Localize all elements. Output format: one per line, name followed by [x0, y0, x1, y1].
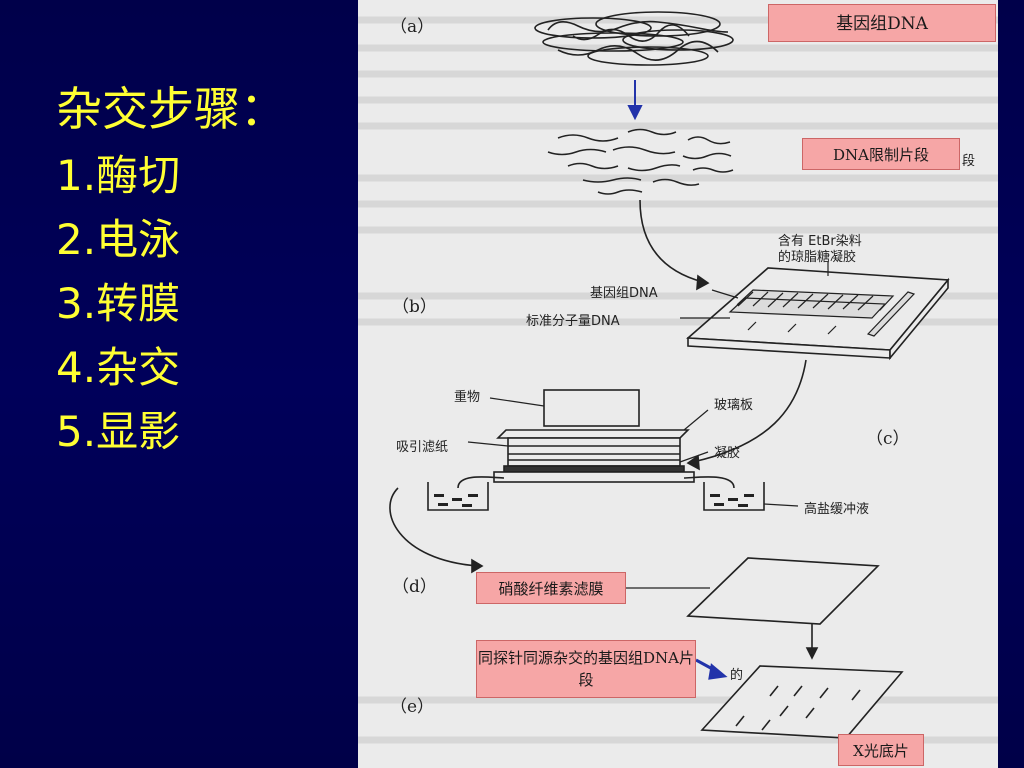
panel-label-d: （d） — [392, 577, 437, 597]
figure-drawing — [358, 11, 998, 744]
step-item: 5.显影 — [56, 407, 181, 456]
de-text: 的 — [730, 668, 744, 683]
xray-film-sheet — [700, 665, 904, 739]
panel-label-e: （e） — [390, 697, 435, 717]
blotting-paper-label: 吸引滤纸 — [396, 440, 449, 455]
callout-xray-film: X光底片 — [838, 734, 924, 766]
arrow-digest — [627, 80, 643, 121]
high-salt-buffer-label: 高盐缓冲液 — [804, 502, 870, 517]
buffer-tray-left — [427, 482, 489, 511]
gel-layer — [503, 465, 685, 473]
weight-block — [543, 389, 640, 427]
step-item: 1.酶切 — [56, 151, 181, 200]
gel-label-leaders — [680, 262, 829, 319]
nitrocellulose-membrane — [686, 557, 880, 625]
gel-label-line2: 的琼脂糖凝胶 — [778, 250, 857, 265]
arrow-to-blot — [686, 359, 807, 471]
gel-label: 凝胶 — [714, 446, 741, 461]
callout-restriction-fragments: DNA限制片段 — [802, 138, 960, 170]
arrow-callout-film — [695, 658, 728, 680]
gel-label-line1: 含有 EtBr染料 — [778, 234, 862, 249]
fragment-suffix-text: 段 — [962, 154, 976, 169]
steps-heading: 杂交步骤： — [56, 82, 286, 136]
buffer-liquid — [434, 494, 754, 507]
panel-label-c: （c） — [866, 429, 910, 449]
background-text-texture — [358, 16, 998, 744]
arrow-to-film — [805, 624, 819, 660]
blot-label-leaders — [467, 397, 799, 507]
southern-blot-figure: （a） （b） （c） （d） （e） 含有 EtBr染料 的琼脂糖凝胶 基因组… — [358, 0, 998, 768]
paper-stack — [507, 437, 681, 467]
callout-nitrocellulose: 硝酸纤维素滤膜 — [476, 572, 626, 604]
restriction-fragments — [547, 128, 734, 195]
arrow-load-gel — [639, 199, 710, 291]
panel-label-a: （a） — [390, 17, 435, 37]
panel-label-b: （b） — [392, 297, 437, 317]
hybridization-steps: 杂交步骤： 1.酶切 2.电泳 3.转膜 4.杂交 5.显影 — [56, 74, 286, 464]
marker-dna-label: 标准分子量DNA — [526, 314, 620, 329]
step-item: 4.杂交 — [56, 343, 181, 392]
arrow-to-membrane — [389, 487, 484, 574]
film-bands — [735, 685, 861, 731]
weight-label: 重物 — [454, 390, 481, 405]
buffer-tray-right — [703, 482, 765, 511]
support — [493, 471, 695, 483]
callout-hybridized-fragment: 同探针同源杂交的基因组DNA片段 — [476, 640, 696, 698]
glass-plate-label: 玻璃板 — [714, 398, 754, 413]
gel-wells — [728, 289, 916, 337]
capillary-transfer-setup — [427, 389, 765, 511]
step-item: 3.转膜 — [56, 279, 181, 328]
genomic-dna-tangle — [534, 11, 734, 66]
genomic-dna-label: 基因组DNA — [590, 286, 658, 301]
step-item: 2.电泳 — [56, 215, 181, 264]
glass-plate — [496, 429, 690, 439]
callout-genomic-dna: 基因组DNA — [768, 4, 996, 42]
